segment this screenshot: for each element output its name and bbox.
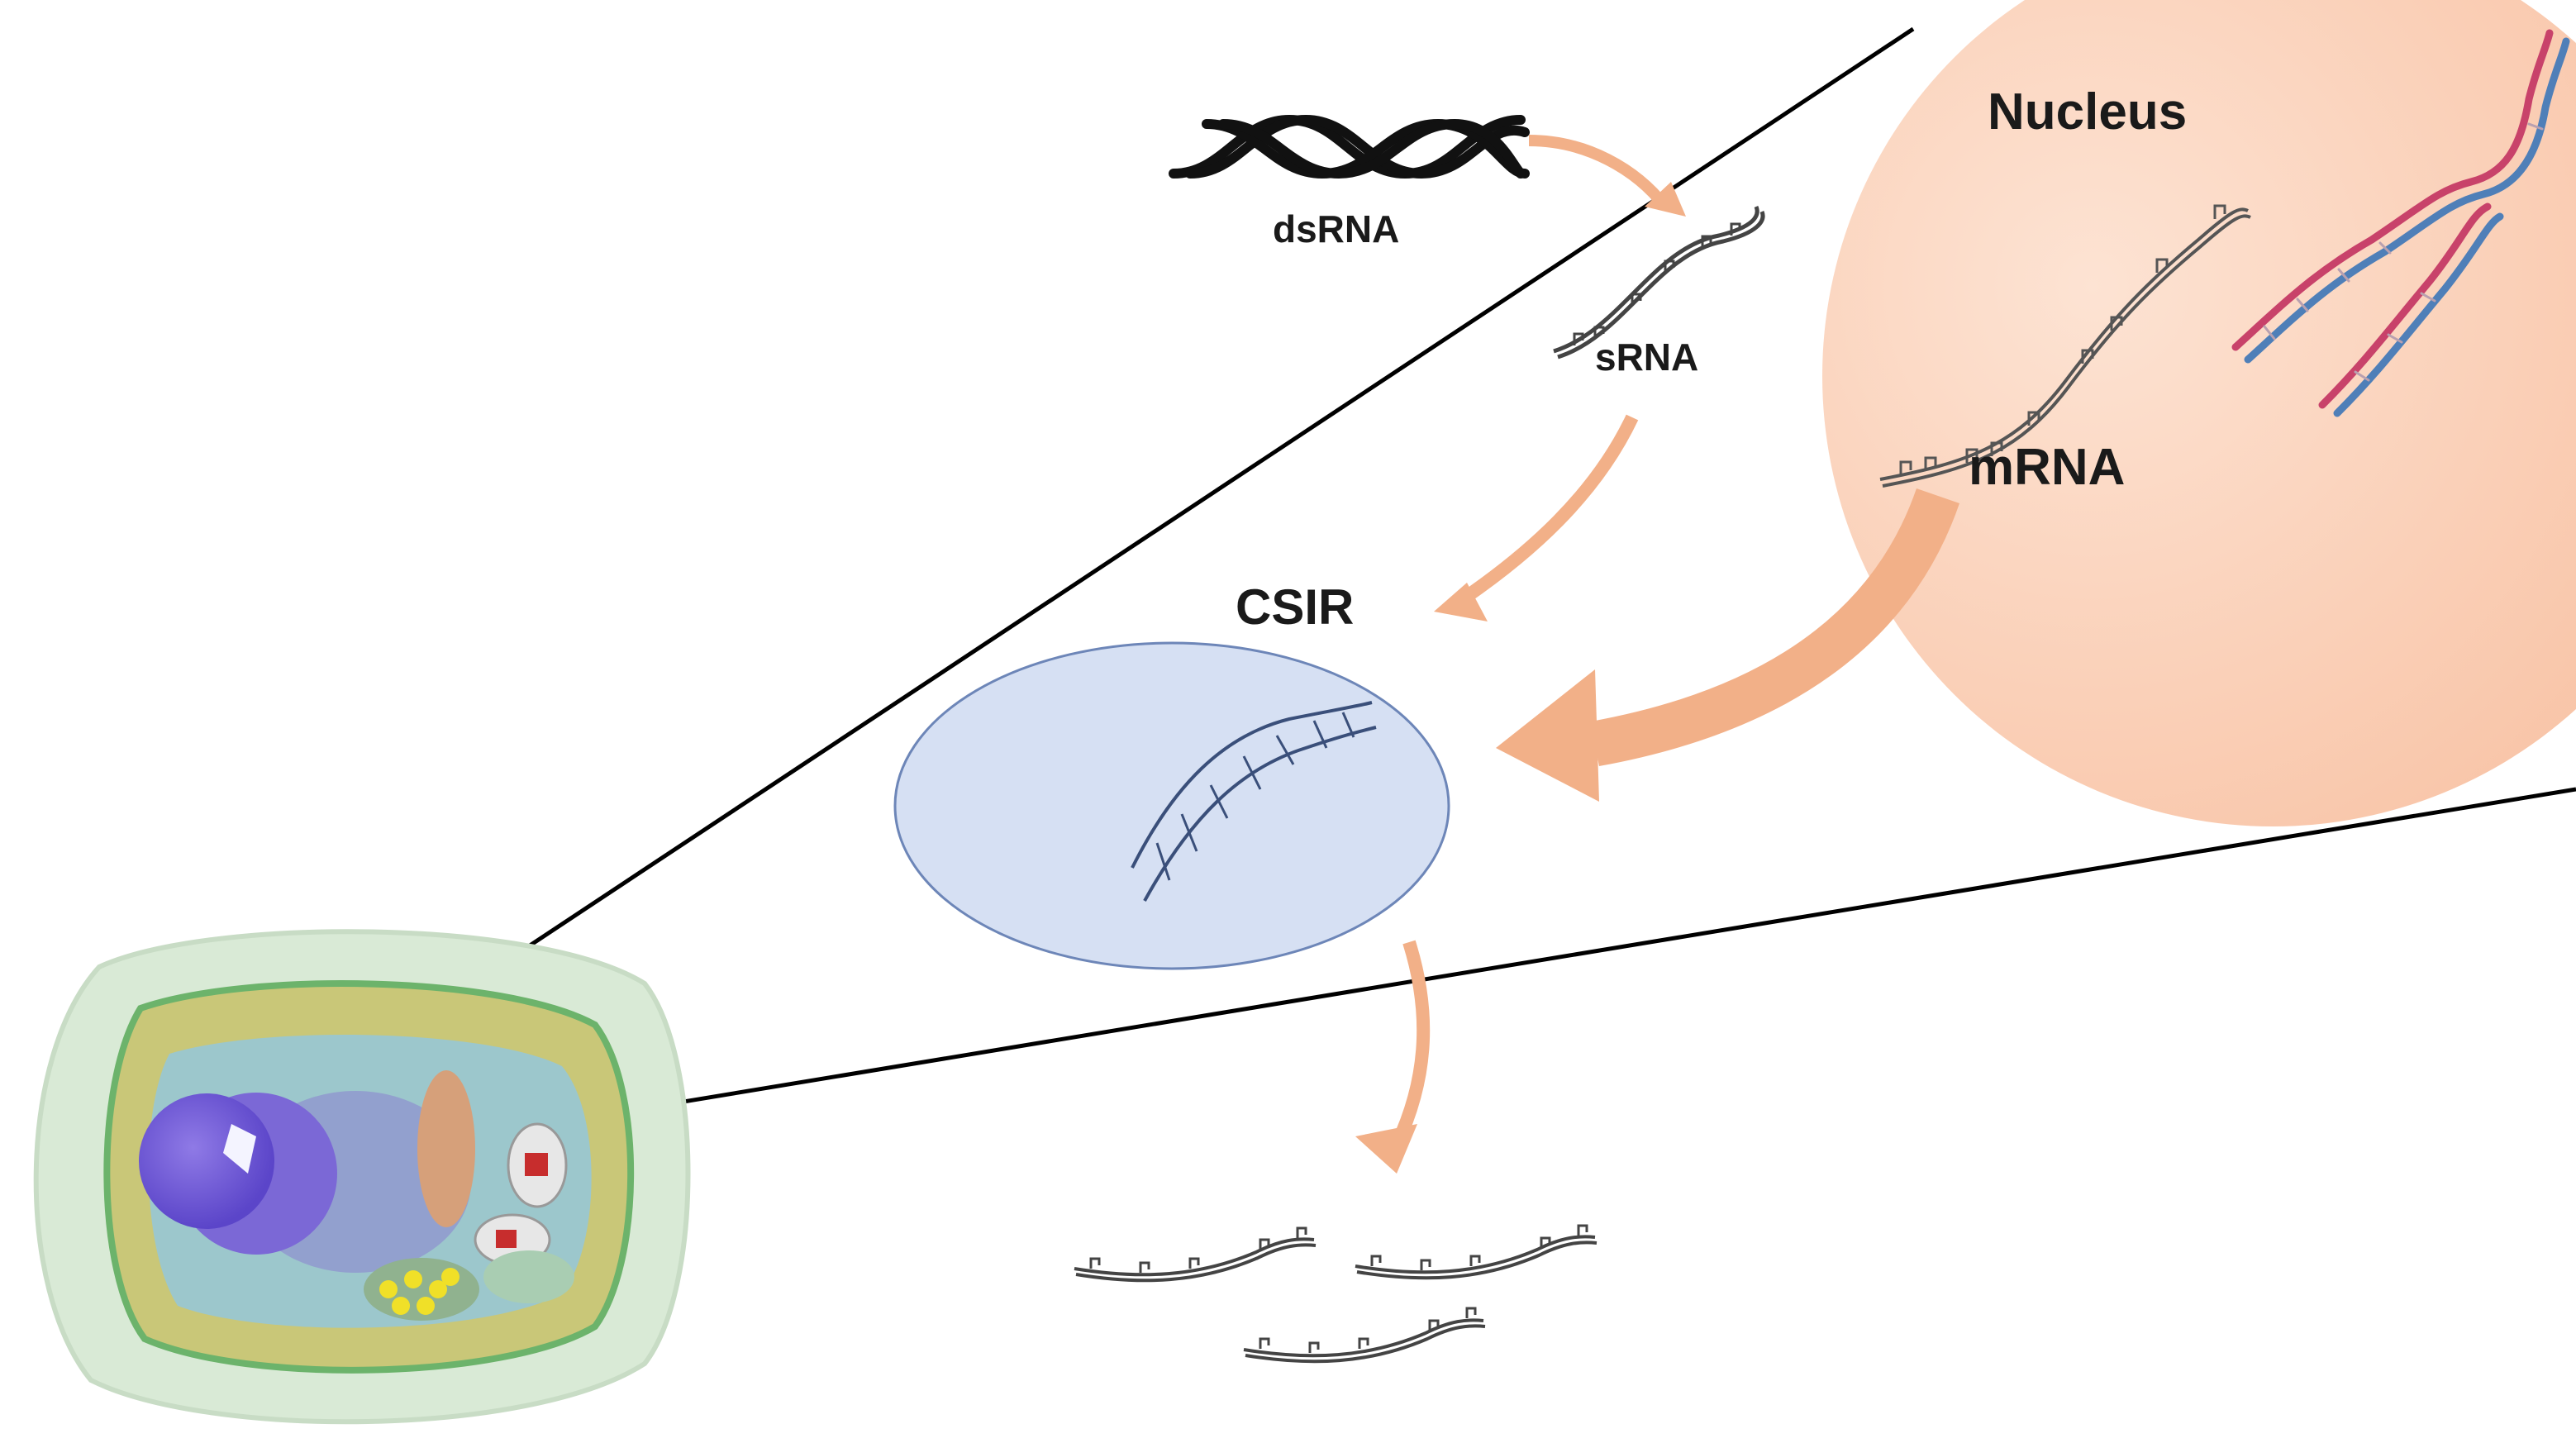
dsrna-label: dsRNA (1273, 207, 1400, 250)
arrow-srna-to-csir (1434, 414, 1639, 621)
csir-complex (893, 641, 1450, 970)
nucleus-label: Nucleus (1988, 83, 2188, 140)
dna-helix-icon (2231, 29, 2570, 417)
degraded-mrna-fragments (1074, 1224, 1598, 1364)
plant-cell-icon (33, 929, 691, 1425)
srna-strand-icon (1553, 206, 1765, 360)
csir-duplex-icon (1131, 701, 1377, 902)
mrna-strand-icon (1879, 204, 2251, 488)
arrow-dsrna-to-srna (1528, 135, 1686, 217)
csir-label: CSIR (1236, 579, 1355, 635)
mrna-label: mRNA (1969, 439, 2126, 496)
dsrna-helix-icon (1169, 114, 1530, 179)
arrow-csir-to-degraded (1355, 940, 1431, 1174)
nucleus-region (1822, 0, 2576, 826)
arrow-mrna-to-csir (1496, 488, 1960, 802)
srna-label: sRNA (1595, 336, 1699, 379)
